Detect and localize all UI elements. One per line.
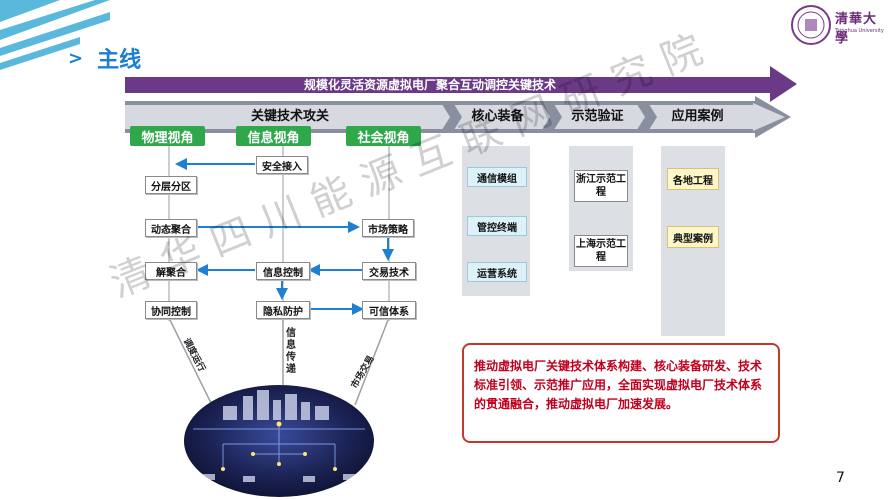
tab-social-perspective: 社会视角 [346,126,421,146]
flow-label-info: 信息传递 [286,328,296,375]
node-privacy: 隐私防护 [256,301,310,319]
university-name: 清華大學 [835,12,878,46]
chevron-right-icon: > [68,47,84,69]
equipment-comm-module: 通信模组 [467,167,527,187]
node-market-strategy: 市场策略 [362,219,414,237]
stage-core-equipment: 核心装备 [471,108,524,124]
summary-text: 推动虚拟电厂关键技术体系构建、核心装备研发、技术标准引领、示范推广应用，全面实现… [474,359,763,411]
case-typical-cases: 典型案例 [667,226,719,248]
demo-zhejiang: 浙江示范工程 [574,170,628,202]
node-security-access: 安全接入 [256,156,308,174]
tab-physical-perspective: 物理视角 [130,126,205,146]
stage-key-tech: 关键技术攻关 [250,108,329,124]
tab-info-perspective: 信息视角 [236,126,311,146]
node-layering: 分层分区 [145,176,197,194]
equipment-control-terminal: 管控终端 [467,216,527,236]
node-dynamic-aggregation: 动态聚合 [145,219,197,237]
summary-box: 推动虚拟电厂关键技术体系构建、核心装备研发、技术标准引领、示范推广应用，全面实现… [462,343,780,443]
banner-title: 规模化灵活资源虚拟电厂聚合互动调控关键技术 [303,78,556,92]
demo-shanghai: 上海示范工程 [574,235,628,267]
university-logo: 清華大學 Tsinghua University [790,4,888,48]
node-info-control: 信息控制 [256,262,310,280]
page-number: 7 [836,470,845,486]
stage-dividers [440,101,657,133]
section-title: > 主线 [68,42,141,74]
corner-stripes-decoration [0,0,110,70]
guide-line-info [282,146,284,321]
equipment-operation-system: 运营系统 [467,262,527,282]
node-trading-tech: 交易技术 [362,262,416,280]
stage-demo: 示范验证 [571,108,624,124]
node-deaggregation: 解聚合 [145,262,197,280]
stage-cases: 应用案例 [671,108,724,124]
case-local-projects: 各地工程 [667,168,719,190]
section-title-text: 主线 [97,48,142,73]
banner-arrow [125,66,797,102]
node-coop-control: 协同控制 [145,301,197,319]
smart-city-image [184,385,374,497]
node-trust-system: 可信体系 [362,301,416,319]
university-name-en: Tsinghua University [835,28,884,34]
university-seal-icon [791,5,831,45]
